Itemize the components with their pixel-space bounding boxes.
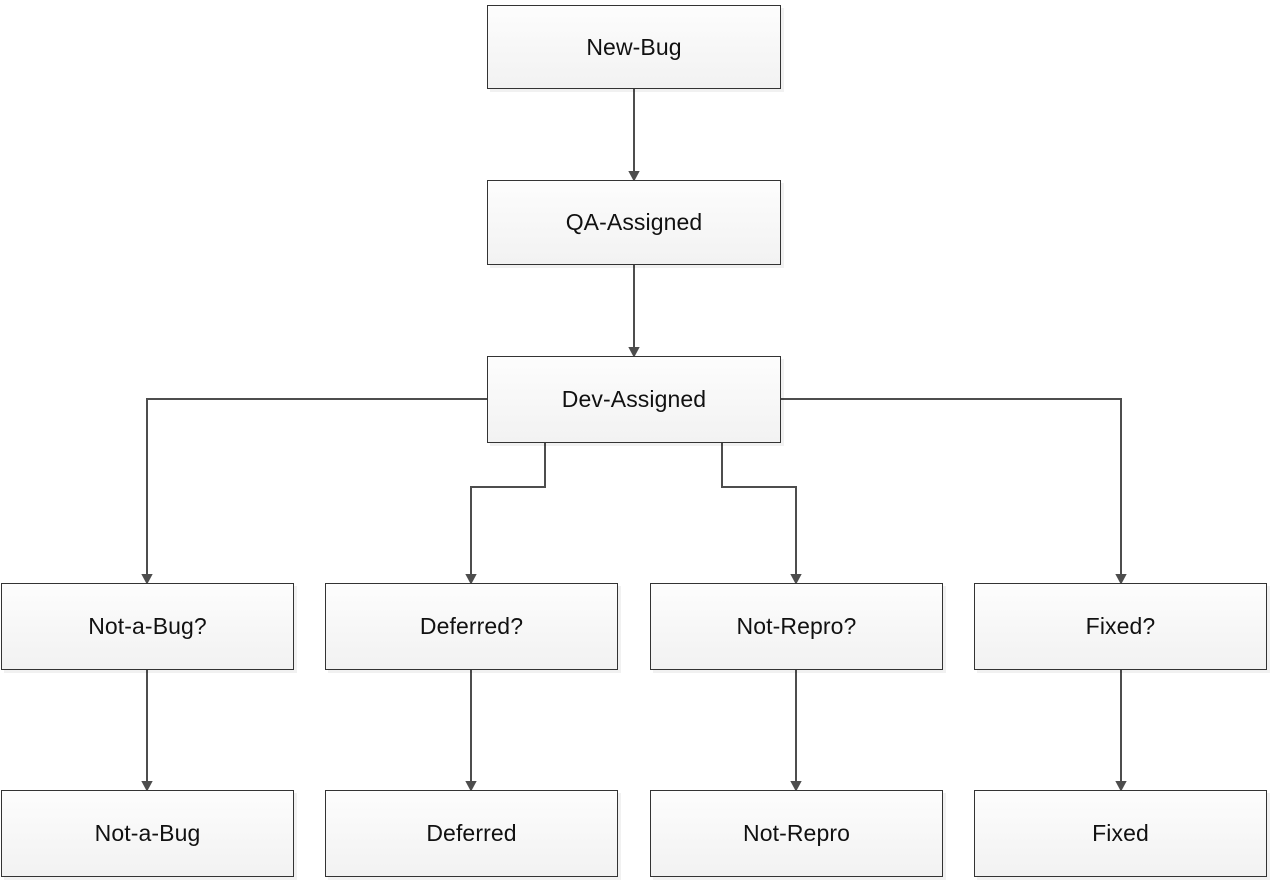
node-not-a-bug-question[interactable]: Not-a-Bug? bbox=[1, 583, 294, 670]
node-new-bug[interactable]: New-Bug bbox=[487, 5, 781, 89]
edge-dev-assigned-to-fixed-q bbox=[781, 398, 1127, 585]
node-not-a-bug[interactable]: Not-a-Bug bbox=[1, 790, 294, 877]
node-label-fixed-question: Fixed? bbox=[1085, 613, 1156, 639]
node-label-not-a-bug: Not-a-Bug bbox=[94, 820, 201, 846]
node-label-new-bug: New-Bug bbox=[586, 33, 682, 60]
node-label-not-repro: Not-Repro bbox=[743, 820, 850, 846]
node-dev-assigned[interactable]: Dev-Assigned bbox=[487, 356, 781, 443]
node-label-dev-assigned: Dev-Assigned bbox=[561, 386, 707, 412]
node-qa-assigned[interactable]: QA-Assigned bbox=[487, 180, 781, 265]
node-label-fixed: Fixed bbox=[1092, 820, 1149, 846]
node-fixed-question[interactable]: Fixed? bbox=[974, 583, 1267, 670]
node-not-repro[interactable]: Not-Repro bbox=[650, 790, 943, 877]
edge-dev-assigned-to-not-repro-q bbox=[721, 443, 802, 585]
node-label-qa-assigned: QA-Assigned bbox=[565, 209, 703, 235]
node-label-deferred-question: Deferred? bbox=[419, 613, 524, 639]
node-label-deferred: Deferred bbox=[426, 820, 517, 846]
node-fixed[interactable]: Fixed bbox=[974, 790, 1267, 877]
node-deferred[interactable]: Deferred bbox=[325, 790, 618, 877]
node-label-not-a-bug-question: Not-a-Bug? bbox=[88, 613, 207, 639]
edge-dev-assigned-to-not-a-bug-q bbox=[141, 398, 487, 585]
node-deferred-question[interactable]: Deferred? bbox=[325, 583, 618, 670]
edge-dev-assigned-to-deferred-q bbox=[465, 443, 546, 585]
node-label-not-repro-question: Not-Repro? bbox=[736, 613, 857, 639]
node-not-repro-question[interactable]: Not-Repro? bbox=[650, 583, 943, 670]
